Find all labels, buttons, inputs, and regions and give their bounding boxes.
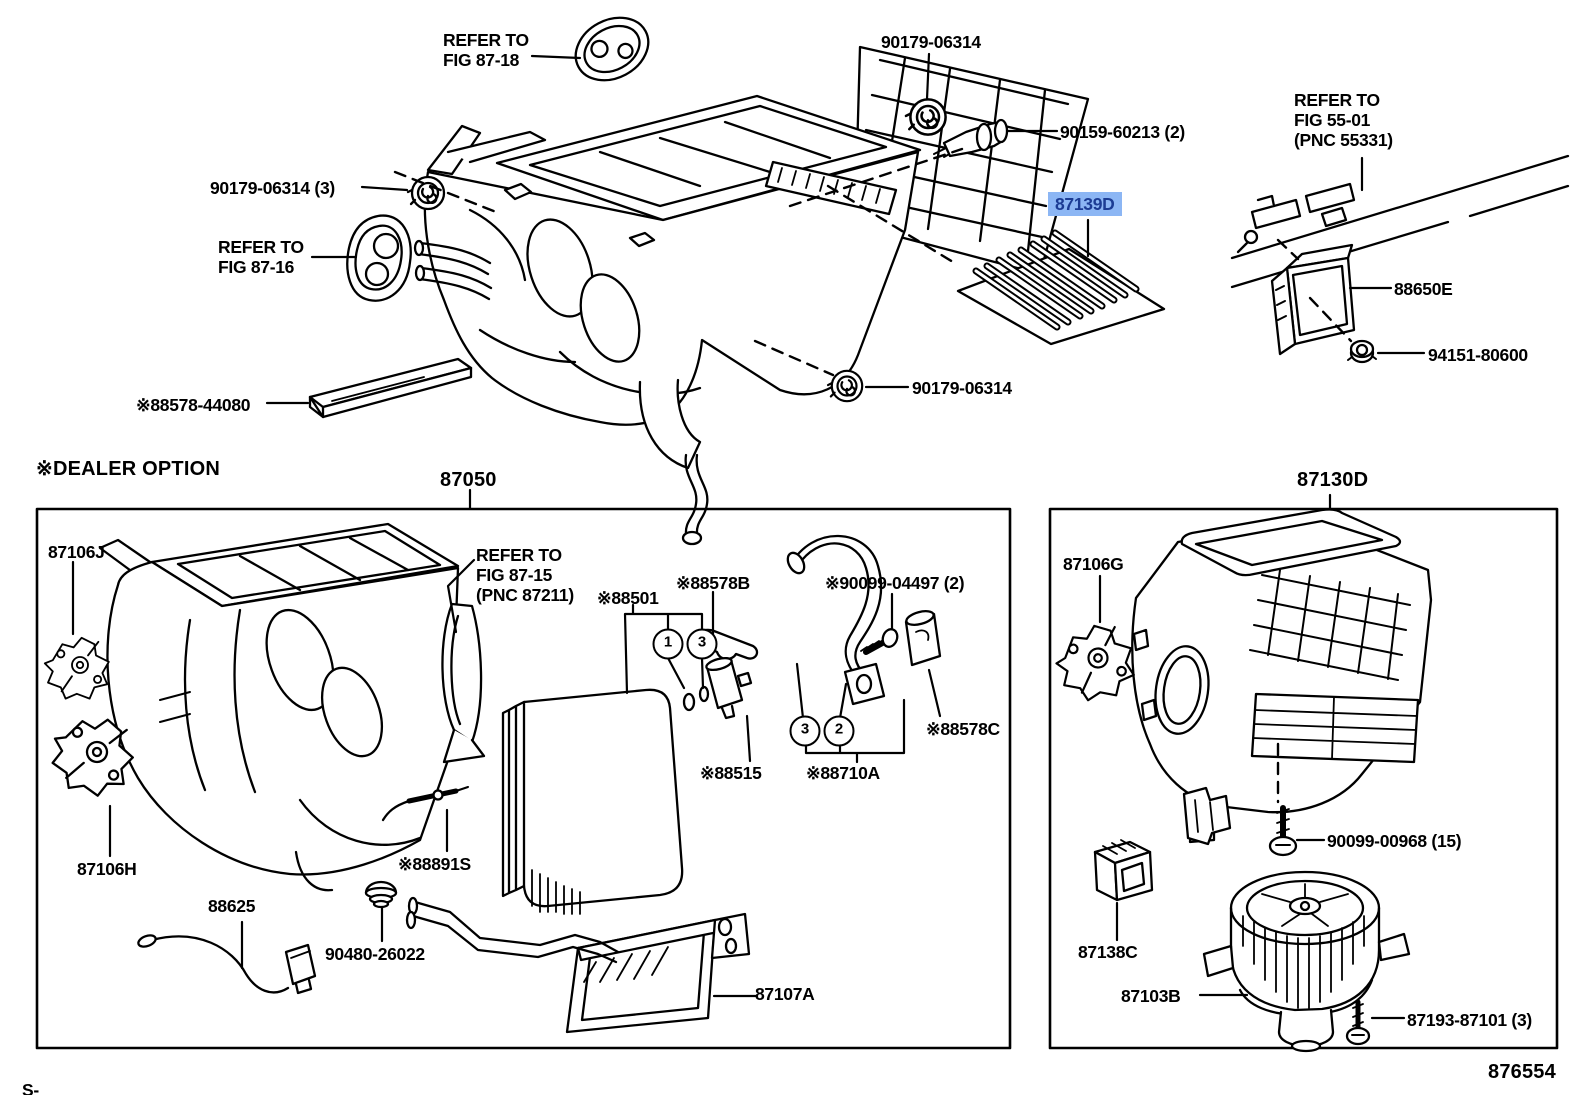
grommet-fig-87-18-drawing xyxy=(574,16,650,82)
part-90179-06314-b[interactable]: 90179-06314 (3) xyxy=(210,178,335,198)
part-88625[interactable]: 88625 xyxy=(208,896,256,916)
part-94151-80600[interactable]: 94151-80600 xyxy=(1428,345,1528,365)
bolt-90159-drawing xyxy=(933,118,1009,158)
part-90179-06314-a[interactable]: 90179-06314 xyxy=(881,32,981,52)
part-87107a[interactable]: 87107A xyxy=(755,984,815,1004)
part-87106h[interactable]: 87106H xyxy=(77,859,137,879)
callout-marker-2: 2 xyxy=(823,715,855,747)
nut-94151-drawing xyxy=(1347,339,1377,364)
cabin-air-filter-87139d-drawing xyxy=(956,229,1166,346)
callout-marker-3: 3 xyxy=(686,628,718,660)
note-refer-fig-55-01: REFER TO FIG 55-01 (PNC 55331) xyxy=(1294,90,1393,151)
part-87139d[interactable]: 87139D xyxy=(1048,192,1122,217)
dashed-assembly-lines xyxy=(393,147,1353,804)
part-88578-44080[interactable]: ※88578-44080 xyxy=(136,395,251,415)
unit-87130d-drawing xyxy=(1050,508,1433,1053)
part-87106g[interactable]: 87106G xyxy=(1063,554,1124,574)
part-87138c[interactable]: 87138C xyxy=(1078,942,1138,962)
part-90480-26022[interactable]: 90480-26022 xyxy=(325,944,425,964)
note-refer-fig-87-16: REFER TO FIG 87-16 xyxy=(218,237,304,278)
part-88710a[interactable]: ※88710A xyxy=(806,763,880,783)
unit-87050-drawing xyxy=(42,522,942,1034)
part-87106j[interactable]: 87106J xyxy=(48,542,105,562)
part-87050[interactable]: 87050 xyxy=(440,469,497,491)
note-refer-fig-87-15: REFER TO FIG 87-15 (PNC 87211) xyxy=(476,545,574,606)
part-90099-00968[interactable]: 90099-00968 (15) xyxy=(1327,831,1462,851)
seal-88578-44080-drawing xyxy=(308,357,473,419)
amplifier-88650e-drawing xyxy=(1270,243,1356,356)
part-87193-87101[interactable]: 87193-87101 (3) xyxy=(1407,1010,1532,1030)
part-87103b[interactable]: 87103B xyxy=(1121,986,1181,1006)
gasket-fig-87-16-drawing xyxy=(346,214,412,302)
doc-number: 876554 xyxy=(1488,1061,1556,1083)
part-88578c[interactable]: ※88578C xyxy=(926,719,1000,739)
part-87130d[interactable]: 87130D xyxy=(1297,469,1369,491)
part-88515[interactable]: ※88515 xyxy=(700,763,762,783)
part-88501[interactable]: ※88501 xyxy=(597,588,659,608)
leader-lines xyxy=(71,52,1426,1020)
callout-marker-1: 1 xyxy=(652,628,684,660)
part-88650e[interactable]: 88650E xyxy=(1394,279,1453,299)
main-hvac-assembly-drawing xyxy=(413,45,1090,546)
corner-mark: S- xyxy=(22,1080,39,1095)
part-90159-60213[interactable]: 90159-60213 (2) xyxy=(1060,122,1185,142)
part-90099-04497[interactable]: ※90099-04497 (2) xyxy=(825,573,965,593)
part-90179-06314-c[interactable]: 90179-06314 xyxy=(912,378,1012,398)
note-dealer-option: ※DEALER OPTION xyxy=(36,458,221,480)
assembly-box-87050 xyxy=(35,507,1012,1050)
part-88891s[interactable]: ※88891S xyxy=(398,854,471,874)
note-refer-fig-87-18: REFER TO FIG 87-18 xyxy=(443,30,529,71)
callout-marker-3: 3 xyxy=(789,715,821,747)
part-88578b[interactable]: ※88578B xyxy=(676,573,750,593)
